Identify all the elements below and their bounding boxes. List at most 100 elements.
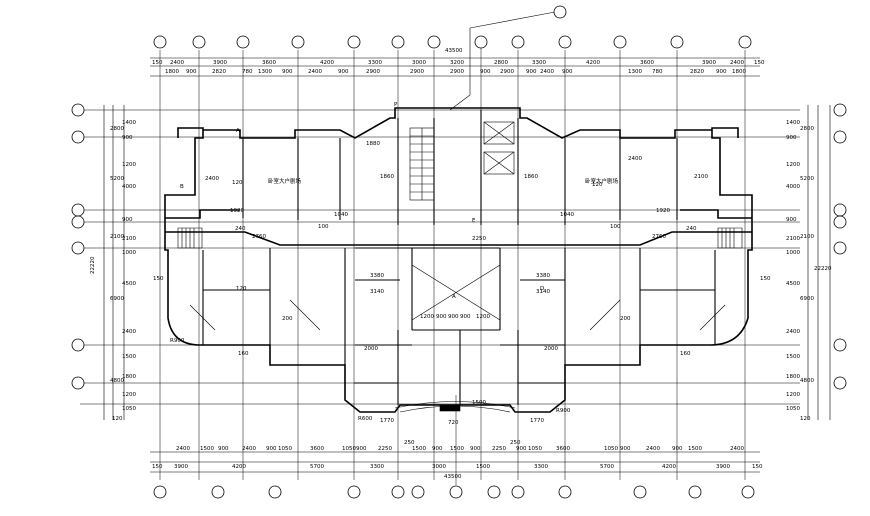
interior-walls — [202, 110, 716, 405]
svg-text:2000: 2000 — [544, 346, 558, 352]
svg-text:4200: 4200 — [320, 60, 334, 66]
svg-text:1200: 1200 — [122, 162, 136, 168]
bottom-dimension-texts: 2400 1500 900 2400 900 1050 3600 1050 90… — [152, 446, 763, 480]
svg-text:2100: 2100 — [110, 234, 124, 240]
svg-text:3380: 3380 — [536, 273, 550, 279]
svg-text:1200: 1200 — [786, 162, 800, 168]
corner-stairs — [177, 227, 743, 249]
svg-text:4800: 4800 — [800, 378, 814, 384]
svg-text:2400: 2400 — [170, 60, 184, 66]
svg-text:120: 120 — [232, 180, 243, 186]
right-dimension-texts: 22220 2800 5200 2100 6900 4800 1400 900 … — [786, 120, 832, 422]
svg-text:2400: 2400 — [540, 69, 554, 75]
svg-text:900: 900 — [562, 69, 573, 75]
svg-text:3600: 3600 — [262, 60, 276, 66]
svg-text:D: D — [540, 286, 544, 292]
svg-text:3200: 3200 — [450, 60, 464, 66]
svg-text:900: 900 — [480, 69, 491, 75]
svg-text:1500: 1500 — [122, 354, 136, 360]
svg-text:1050: 1050 — [786, 406, 800, 412]
svg-text:2900: 2900 — [500, 69, 514, 75]
left-axis-bubbles — [71, 103, 85, 390]
svg-text:1300: 1300 — [258, 69, 272, 75]
svg-text:900: 900 — [526, 69, 537, 75]
svg-text:5200: 5200 — [110, 176, 124, 182]
svg-text:1800: 1800 — [786, 374, 800, 380]
svg-text:900: 900 — [470, 446, 481, 452]
svg-text:4200: 4200 — [662, 464, 676, 470]
svg-text:2900: 2900 — [450, 69, 464, 75]
svg-text:120: 120 — [112, 416, 123, 422]
room-label-left: 卧室大户剧场 — [268, 177, 302, 185]
svg-text:2100: 2100 — [800, 234, 814, 240]
svg-text:2820: 2820 — [212, 69, 226, 75]
svg-text:3300: 3300 — [532, 60, 546, 66]
svg-text:1040: 1040 — [560, 212, 574, 218]
svg-text:720: 720 — [448, 420, 459, 426]
svg-text:3300: 3300 — [368, 60, 382, 66]
svg-text:240: 240 — [235, 226, 246, 232]
svg-text:1200: 1200 — [476, 314, 490, 320]
svg-text:900: 900 — [122, 135, 133, 141]
end-bottom-left: 150 — [152, 464, 163, 470]
svg-text:6900: 6900 — [110, 296, 124, 302]
svg-text:1500: 1500 — [200, 446, 214, 452]
svg-text:900: 900 — [786, 217, 797, 223]
svg-text:2800: 2800 — [494, 60, 508, 66]
svg-text:2400: 2400 — [628, 156, 642, 162]
svg-text:900: 900 — [122, 217, 133, 223]
overall-bottom-dim: 43500 — [444, 474, 462, 480]
svg-text:5200: 5200 — [800, 176, 814, 182]
svg-text:1050: 1050 — [604, 446, 618, 452]
end-top-right: 150 — [754, 60, 765, 66]
svg-text:900: 900 — [436, 314, 447, 320]
svg-text:4000: 4000 — [122, 184, 136, 190]
svg-text:900: 900 — [282, 69, 293, 75]
svg-text:900: 900 — [218, 446, 229, 452]
svg-text:250: 250 — [510, 440, 521, 446]
left-dimension-texts: 22220 2800 5200 2100 6900 4800 1400 900 … — [90, 120, 136, 422]
top-dimension-texts: 43500 150 150 2400 3900 3600 4200 3300 3… — [152, 48, 765, 75]
svg-text:1000: 1000 — [786, 250, 800, 256]
svg-text:1400: 1400 — [122, 120, 136, 126]
svg-text:2100: 2100 — [694, 174, 708, 180]
svg-text:1880: 1880 — [366, 141, 380, 147]
right-axis-bubbles — [833, 103, 847, 390]
svg-text:3600: 3600 — [310, 446, 324, 452]
svg-text:1800: 1800 — [732, 69, 746, 75]
svg-text:1800: 1800 — [122, 374, 136, 380]
svg-text:1920: 1920 — [230, 208, 244, 214]
svg-text:240: 240 — [686, 226, 697, 232]
svg-text:5700: 5700 — [600, 464, 614, 470]
svg-text:900: 900 — [620, 446, 631, 452]
svg-text:3900: 3900 — [174, 464, 188, 470]
svg-text:160: 160 — [238, 351, 249, 357]
svg-text:A: A — [452, 294, 456, 300]
svg-text:1200: 1200 — [786, 392, 800, 398]
svg-text:2250: 2250 — [492, 446, 506, 452]
end-bottom-right: 150 — [752, 464, 763, 470]
svg-text:150: 150 — [153, 276, 164, 282]
svg-text:900: 900 — [716, 69, 727, 75]
svg-text:1050: 1050 — [122, 406, 136, 412]
svg-text:3000: 3000 — [412, 60, 426, 66]
svg-text:120: 120 — [592, 182, 603, 188]
svg-text:6900: 6900 — [800, 296, 814, 302]
svg-text:3380: 3380 — [370, 273, 384, 279]
room-diagonals — [189, 264, 726, 331]
svg-text:2400: 2400 — [242, 446, 256, 452]
svg-text:1500: 1500 — [688, 446, 702, 452]
svg-text:2400: 2400 — [786, 329, 800, 335]
elevator — [449, 11, 556, 175]
svg-text:1800: 1800 — [165, 69, 179, 75]
svg-text:2400: 2400 — [730, 446, 744, 452]
svg-text:4500: 4500 — [122, 281, 136, 287]
svg-text:R900: R900 — [170, 338, 185, 344]
vertical-axis-lines — [159, 40, 746, 485]
svg-text:3300: 3300 — [370, 464, 384, 470]
svg-text:3900: 3900 — [213, 60, 227, 66]
svg-text:1050: 1050 — [342, 446, 356, 452]
svg-text:2400: 2400 — [122, 329, 136, 335]
svg-text:R900: R900 — [556, 408, 571, 414]
